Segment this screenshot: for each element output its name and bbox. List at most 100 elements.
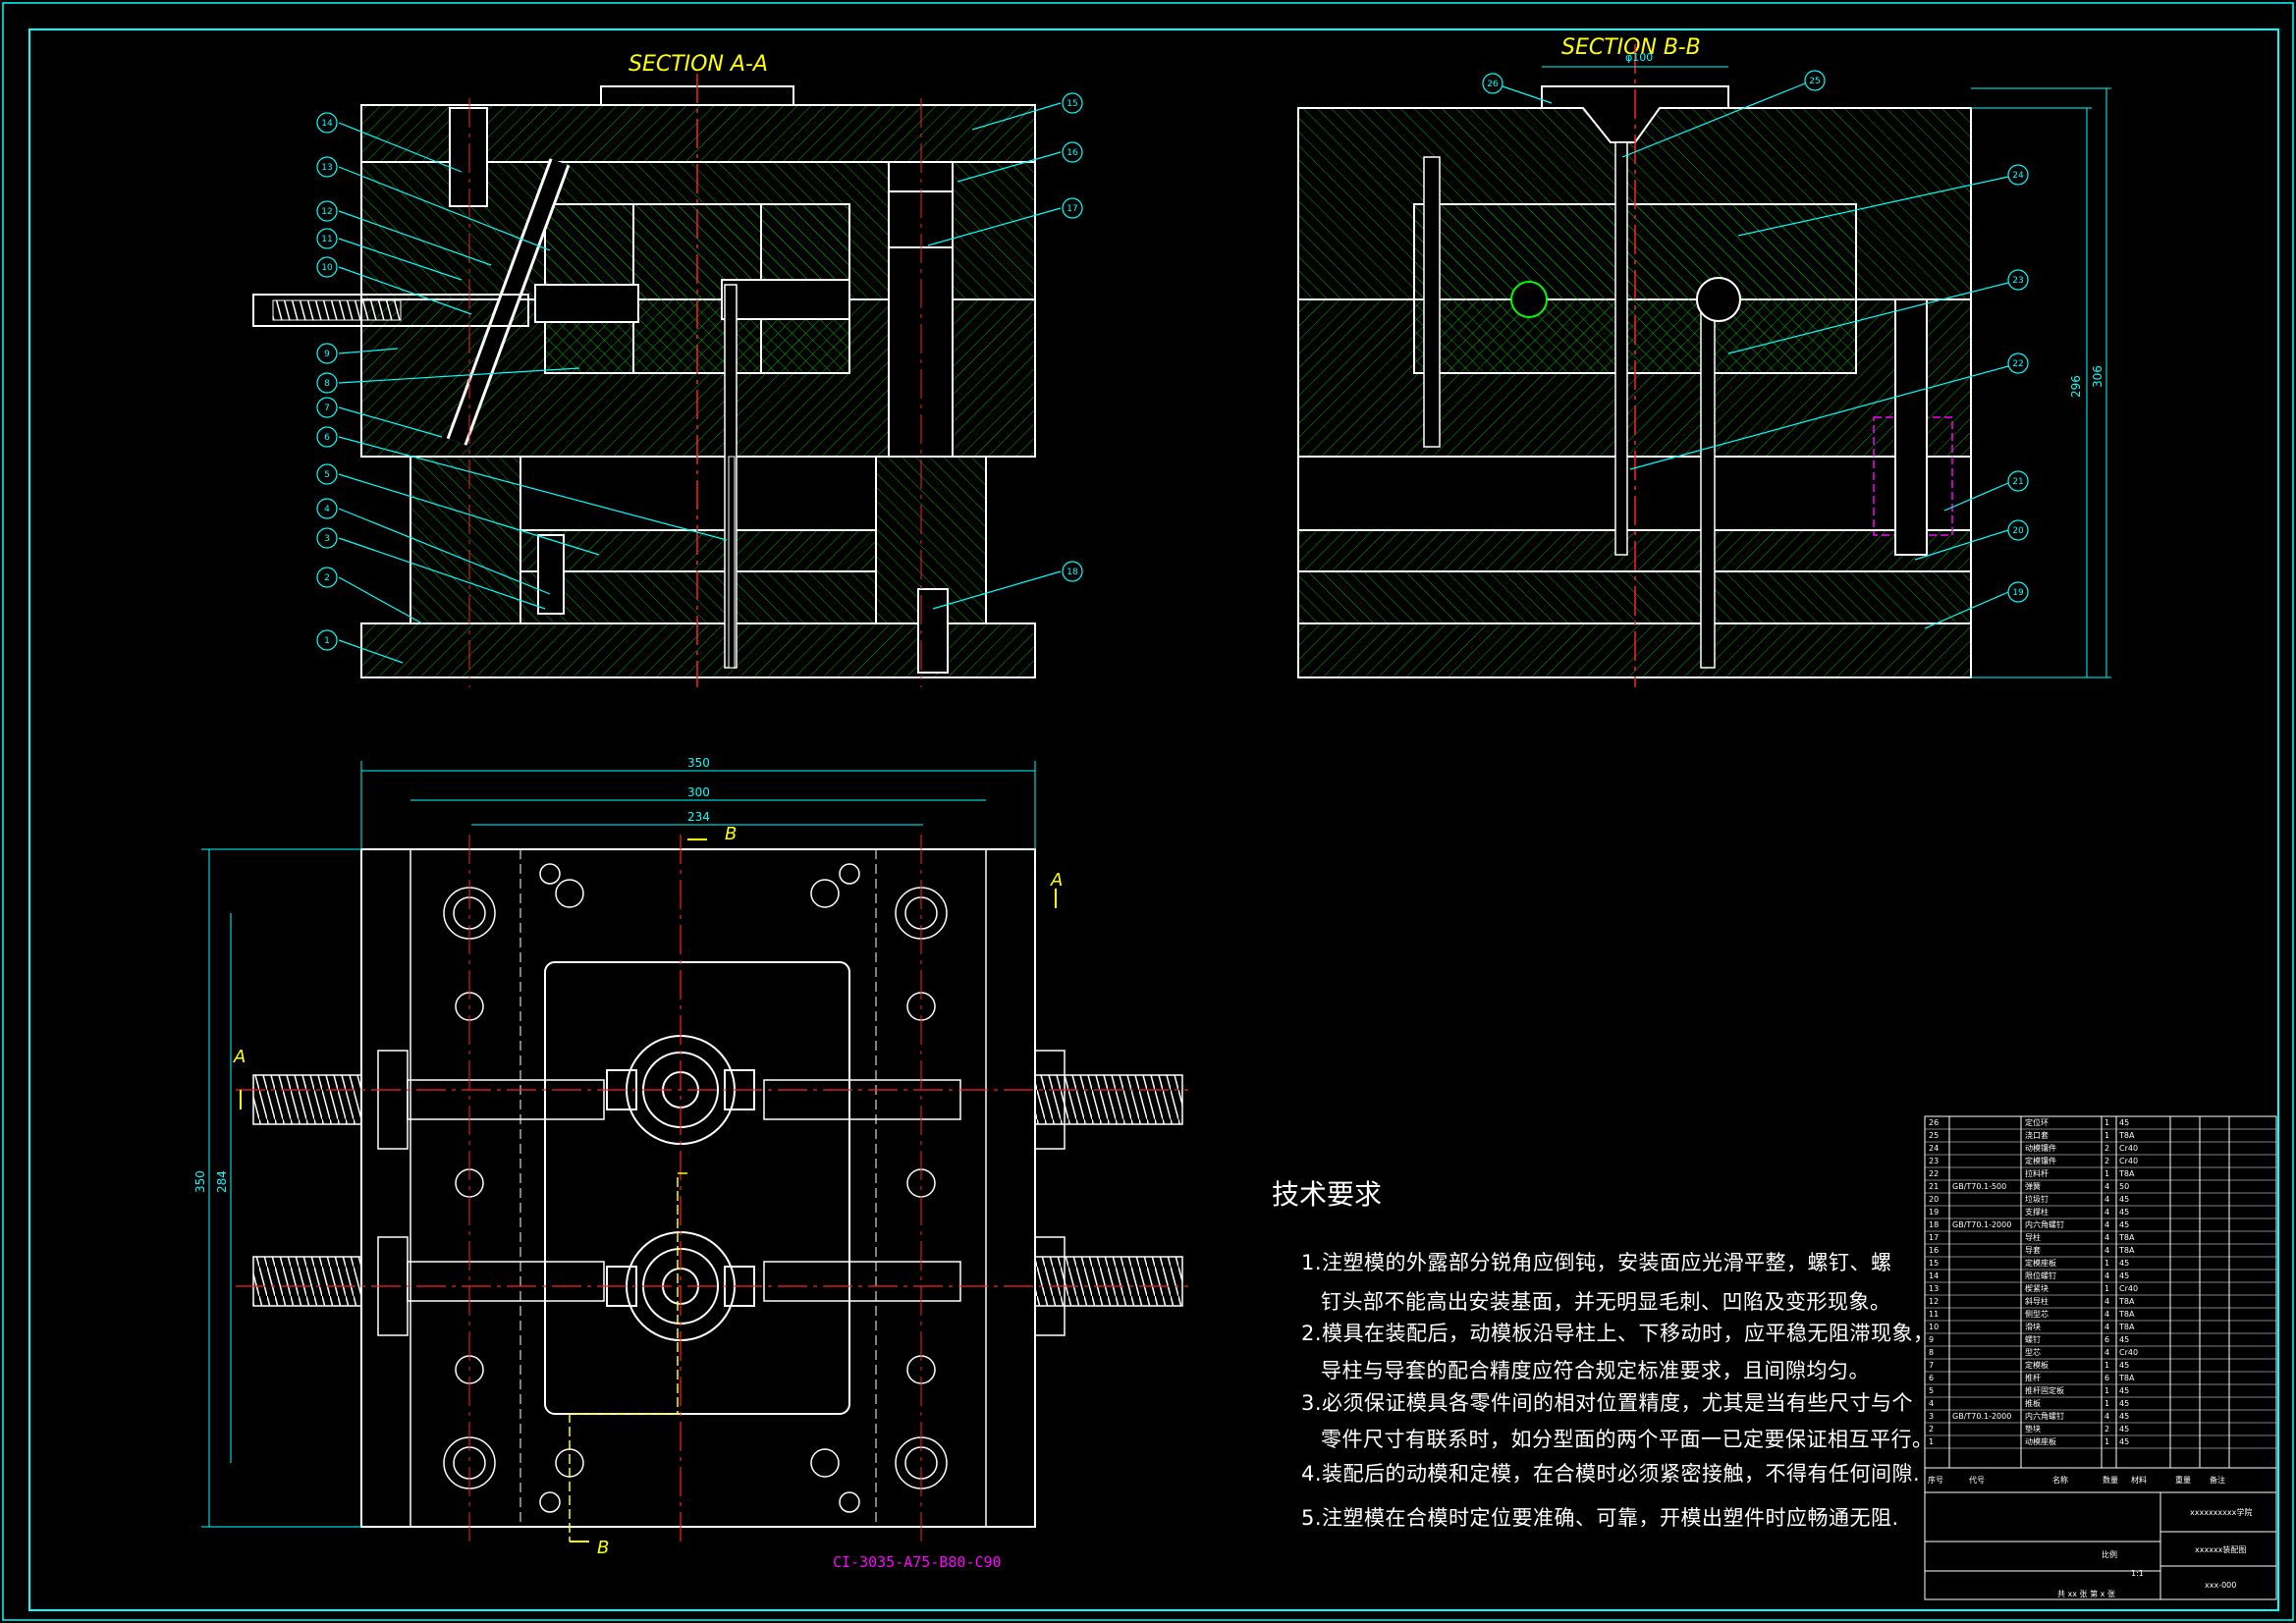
callout-23: 23	[2012, 276, 2023, 286]
mold-base-code: CI-3035-A75-B80-C90	[833, 1553, 1002, 1571]
bom-cell-qty: 2	[2105, 1157, 2110, 1165]
section-b-title: SECTION B-B	[1561, 35, 1701, 60]
bom-cell-name: 滑块	[2025, 1323, 2041, 1331]
dim-sprue: φ100	[1625, 51, 1653, 64]
bom-cell-qty: 4	[2105, 1297, 2110, 1306]
bom-cell-mat: 45	[2119, 1425, 2130, 1434]
bom-cell-qty: 2	[2105, 1425, 2110, 1434]
drawing-no: xxx-000	[2205, 1581, 2237, 1590]
plan-view: A A B B 350 300 234 350 284 CI-3035-A75-…	[193, 756, 1188, 1571]
bom-cell-no: 22	[1929, 1169, 1940, 1178]
bom-cell-qty: 1	[2105, 1284, 2110, 1293]
bom-cell-mat: 45	[2119, 1271, 2130, 1280]
bom-cell-name: 浇口套	[2025, 1131, 2049, 1140]
tech-requirements-title: 技术要求	[1272, 1178, 1383, 1211]
bom-cell-no: 15	[1929, 1259, 1940, 1268]
section-marker-a-right: A	[1050, 870, 1063, 891]
bom-cell-mat: 45	[2119, 1195, 2130, 1204]
bom-cell-name: 内六角螺钉	[2025, 1412, 2064, 1421]
bom-cell-no: 4	[1929, 1399, 1935, 1408]
bom-cell-name: 垃圾钉	[2025, 1195, 2049, 1204]
bom-cell-code: GB/T70.1-500	[1952, 1182, 2007, 1191]
bom-cell-no: 20	[1929, 1195, 1940, 1204]
bom-cell-mat: 45	[2119, 1412, 2130, 1421]
tech-line-2: 钉头部不能高出安装基面，并无明显毛刺、凹陷及变形现象。	[1321, 1290, 1891, 1314]
bom-cell-no: 10	[1929, 1323, 1940, 1331]
callout-18: 18	[1066, 568, 1078, 577]
callout-1: 1	[324, 636, 330, 646]
bom-cell-name: 推杆固定板	[2025, 1386, 2064, 1395]
school-name: xxxxxxxxxx学院	[2190, 1508, 2253, 1517]
bom-cell-name: 型芯	[2025, 1348, 2041, 1357]
bom-cell-qty: 4	[2105, 1310, 2110, 1319]
bom-cell-no: 1	[1929, 1437, 1935, 1446]
bom-cell-no: 14	[1929, 1271, 1940, 1280]
bom-cell-mat: 45	[2119, 1208, 2130, 1217]
bom-cell-qty: 1	[2105, 1259, 2110, 1268]
bom-cell-mat: 45	[2119, 1399, 2130, 1408]
bom-cell-no: 17	[1929, 1233, 1940, 1242]
bom-cell-mat: 45	[2119, 1118, 2130, 1127]
callout-24: 24	[2012, 171, 2024, 181]
bom-cell-no: 8	[1929, 1348, 1935, 1357]
inner-frame	[28, 28, 2279, 1611]
bom-cell-qty: 4	[2105, 1220, 2110, 1229]
bom-cell-qty: 4	[2105, 1246, 2110, 1255]
bom-cell-name: 定模座板	[2025, 1259, 2056, 1268]
bom-cell-qty: 2	[2105, 1144, 2110, 1153]
bom-cell-mat: T8A	[2119, 1169, 2135, 1178]
bom-cell-no: 16	[1929, 1246, 1940, 1255]
dim-b-296: 296	[2069, 375, 2083, 398]
tech-line-7: 4.装配后的动模和定模，在合模时必须紧密接触，不得有任何间隙.	[1301, 1462, 1921, 1486]
tech-line-1: 1.注塑模的外露部分锐角应倒钝，安装面应光滑平整，螺钉、螺	[1301, 1251, 1892, 1274]
bom-cell-name: 垫块	[2025, 1425, 2041, 1434]
callout-8: 8	[324, 379, 330, 389]
bom-cell-mat: Cr40	[2119, 1157, 2139, 1165]
bom-cell-no: 13	[1929, 1284, 1940, 1293]
bom-cell-mat: T8A	[2119, 1310, 2135, 1319]
bom-cell-name: 弹簧	[2025, 1182, 2041, 1191]
bom-cell-no: 19	[1929, 1208, 1940, 1217]
bom-cell-name: 支撑柱	[2025, 1208, 2049, 1217]
bom-cell-mat: 45	[2119, 1437, 2130, 1446]
bom-cell-qty: 4	[2105, 1233, 2110, 1242]
callout-5: 5	[324, 470, 330, 480]
bom-cell-name: 推杆	[2025, 1374, 2041, 1382]
bom-cell-name: 定模镶件	[2025, 1157, 2056, 1165]
callout-3: 3	[324, 534, 330, 544]
bom-cell-qty: 1	[2105, 1131, 2110, 1140]
callout-21: 21	[2012, 477, 2023, 487]
bom-cell-code: GB/T70.1-2000	[1952, 1220, 2012, 1229]
bom-cell-name: 限位螺钉	[2025, 1271, 2056, 1280]
section-marker-b-bottom: B	[597, 1538, 609, 1558]
section-marker-a-left: A	[233, 1047, 246, 1067]
bom-cell-name: 动模镶件	[2025, 1144, 2056, 1153]
bom-cell-name: 定位环	[2025, 1118, 2049, 1127]
bom-cell-no: 9	[1929, 1335, 1935, 1344]
bom-cell-name: 侧型芯	[2025, 1310, 2049, 1319]
callout-10: 10	[321, 263, 333, 273]
bom-cell-qty: 1	[2105, 1169, 2110, 1178]
bom-cell-qty: 1	[2105, 1437, 2110, 1446]
bom-cell-name: 螺钉	[2025, 1335, 2041, 1344]
bom-cell-qty: 1	[2105, 1361, 2110, 1370]
callout-9: 9	[324, 350, 330, 359]
tech-line-8: 5.注塑模在合模时定位要准确、可靠，开模出塑件时应畅通无阻.	[1301, 1506, 1899, 1530]
bom-cell-no: 25	[1929, 1131, 1940, 1140]
bom-cell-mat: 45	[2119, 1335, 2130, 1344]
header-weight: 重量	[2175, 1476, 2191, 1485]
callout-19: 19	[2012, 588, 2024, 598]
bom-cell-name: 推板	[2025, 1399, 2041, 1408]
callout-16: 16	[1066, 148, 1078, 158]
